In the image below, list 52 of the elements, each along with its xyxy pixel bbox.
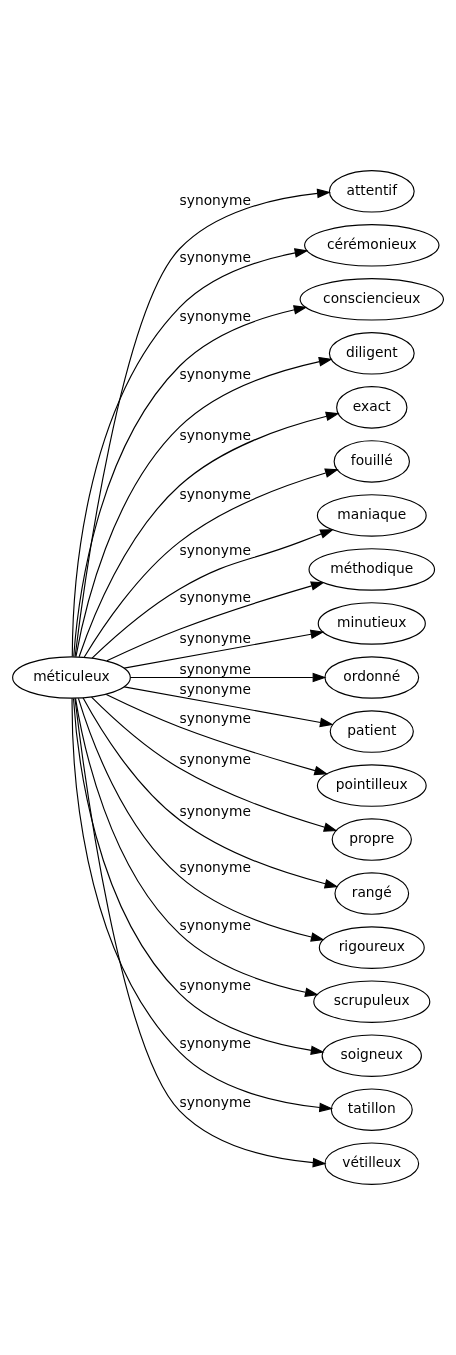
arrow bbox=[129, 672, 327, 683]
edge-label: synonyme bbox=[179, 249, 251, 266]
node-ellipse: vétilleux bbox=[324, 1142, 420, 1185]
node-ellipse: diligent bbox=[328, 332, 415, 375]
node-ellipse: ordonné bbox=[324, 656, 420, 699]
edge-label: synonyme bbox=[179, 589, 251, 606]
arrow bbox=[123, 686, 334, 728]
arrow bbox=[75, 356, 333, 658]
arrow bbox=[78, 411, 340, 658]
edge-label: synonyme bbox=[179, 710, 251, 727]
arrow bbox=[74, 188, 331, 658]
arrow bbox=[91, 529, 334, 659]
edge-label: synonyme bbox=[179, 859, 251, 876]
arrow bbox=[77, 697, 325, 942]
arrow bbox=[83, 468, 339, 658]
arrow bbox=[106, 581, 325, 662]
edge-label: synonyme bbox=[179, 681, 251, 698]
edge-label: synonyme bbox=[179, 366, 251, 383]
arrow bbox=[74, 697, 319, 997]
node-ellipse: cérémonieux bbox=[304, 224, 440, 267]
arrow bbox=[105, 693, 329, 776]
node-ellipse: propre bbox=[331, 818, 412, 861]
node-ellipse: rangé bbox=[334, 872, 410, 915]
node-ellipse: fouillé bbox=[333, 440, 410, 483]
node-ellipse: pointilleux bbox=[316, 764, 427, 807]
node-ellipse: méticuleux bbox=[12, 656, 131, 699]
edge-label: synonyme bbox=[179, 307, 251, 324]
edge-label: synonyme bbox=[179, 1093, 251, 1110]
edge-label: synonyme bbox=[179, 916, 251, 933]
edge-label: synonyme bbox=[179, 427, 251, 444]
node-ellipse: scrupuleux bbox=[313, 980, 431, 1023]
node-ellipse: tatillon bbox=[330, 1088, 413, 1131]
edge-label: synonyme bbox=[179, 542, 251, 559]
node-ellipse: patient bbox=[329, 710, 414, 753]
edge-label: synonyme bbox=[179, 660, 251, 677]
node-ellipse: minutieux bbox=[317, 602, 426, 645]
node-ellipse: attentif bbox=[328, 170, 415, 213]
edge-label: synonyme bbox=[179, 191, 251, 208]
edge-label: synonyme bbox=[179, 976, 251, 993]
edge-label: synonyme bbox=[179, 751, 251, 768]
edge-label: synonyme bbox=[179, 629, 251, 646]
arrow bbox=[90, 696, 338, 832]
edge-label: synonyme bbox=[179, 485, 251, 502]
node-ellipse: exact bbox=[336, 386, 408, 429]
arrow bbox=[72, 697, 325, 1056]
node-ellipse: consciencieux bbox=[299, 278, 445, 321]
edge-label: synonyme bbox=[179, 1035, 251, 1052]
node-ellipse: soigneux bbox=[321, 1034, 422, 1077]
edge-label: synonyme bbox=[179, 803, 251, 820]
arrow bbox=[82, 697, 339, 889]
arrow bbox=[123, 629, 325, 669]
node-ellipse: rigoureux bbox=[318, 926, 425, 969]
